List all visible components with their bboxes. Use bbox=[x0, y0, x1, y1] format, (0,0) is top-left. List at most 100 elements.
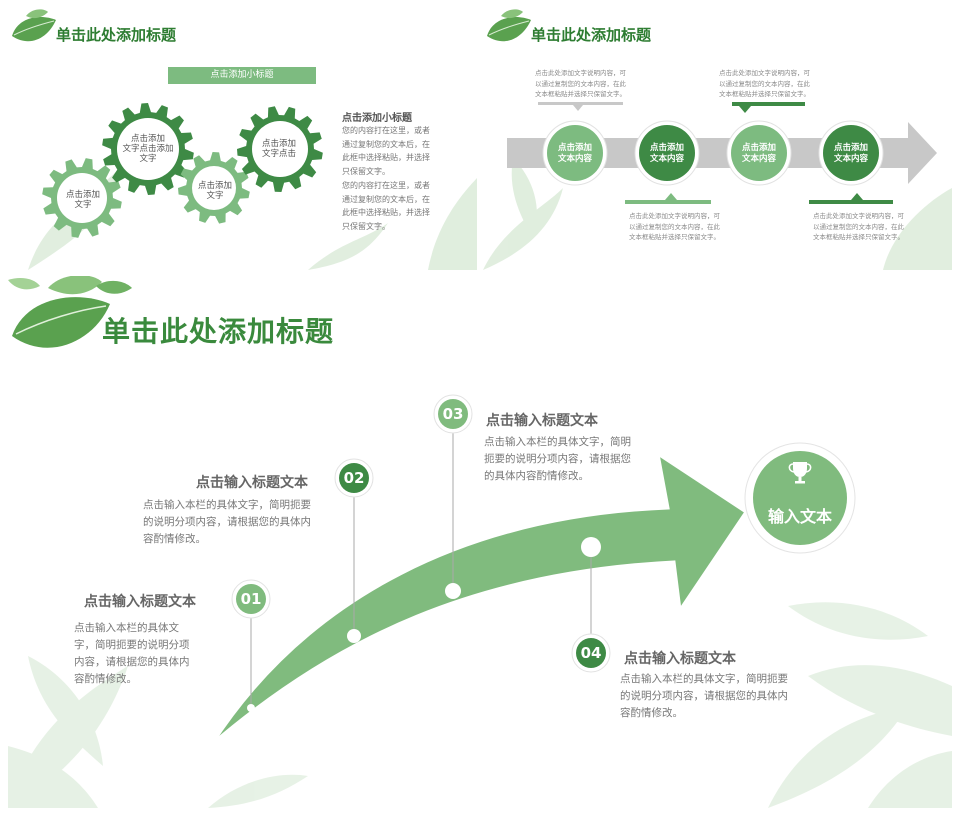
timeline-node bbox=[823, 125, 879, 181]
timeline-node-label[interactable]: 点击添加 文本内容 bbox=[639, 143, 695, 165]
gear-label-line: 文字点击 bbox=[261, 149, 296, 159]
gear-label-line: 点击添加 bbox=[197, 181, 232, 191]
text-line: 点击添加 bbox=[557, 143, 592, 153]
gear-label[interactable]: 点击添加 文字 bbox=[190, 181, 240, 201]
timeline-band bbox=[507, 122, 937, 184]
caption-text[interactable]: 点击此处添加文字说明内容，可 以通过复制您的文本内容，在此 文本框粘贴并选择只保… bbox=[629, 211, 733, 243]
gear-label[interactable]: 点击添加 文字点击添加 文字 bbox=[118, 134, 178, 164]
text-line: 通过复制您的文本后，在 bbox=[342, 194, 430, 204]
gear-hub bbox=[117, 118, 179, 180]
text-line: 文本内容 bbox=[649, 154, 684, 164]
leaf-icon bbox=[487, 9, 531, 42]
step-body[interactable]: 点击输入本栏的具体文字，简明扼要 的说明分项内容，请根据您的具体内 容酌情修改。 bbox=[143, 497, 333, 548]
text-line: 以通过复制您的文本内容，在此 bbox=[629, 222, 720, 231]
step-body[interactable]: 点击输入本栏的具体文字，简明 扼要的说明分项内容，请根据您 的具体内容酌情修改。 bbox=[484, 434, 654, 485]
text-line: 内容，请根据您的具体内 bbox=[74, 656, 190, 668]
gear-icon bbox=[102, 103, 194, 195]
timeline-node-label[interactable]: 点击添加 文本内容 bbox=[731, 143, 787, 165]
caption-pointer bbox=[538, 102, 623, 111]
text-line: 以通过复制您的文本内容，在此 bbox=[719, 79, 810, 88]
growth-arrow bbox=[210, 450, 749, 746]
slide-title[interactable]: 单击此处添加标题 bbox=[102, 315, 335, 348]
step-body[interactable]: 点击输入本栏的具体文字，简明扼要 的说明分项内容，请根据您的具体内 容酌情修改。 bbox=[620, 671, 810, 722]
text-line: 字，简明扼要的说明分项 bbox=[74, 639, 190, 651]
text-line: 文本内容 bbox=[833, 154, 868, 164]
slide-title[interactable]: 单击此处添加标题 bbox=[56, 26, 177, 44]
caption-pointer bbox=[732, 102, 805, 113]
final-label[interactable]: 输入文本 bbox=[767, 507, 832, 526]
caption-text[interactable]: 点击此处添加文字说明内容，可 以通过复制您的文本内容，在此 文本框粘贴并选择只保… bbox=[813, 211, 917, 243]
text-line: 文本内容 bbox=[741, 154, 776, 164]
text-line: 文本框粘贴并选择只保留文字。 bbox=[813, 233, 904, 241]
step-title[interactable]: 点击输入标题文本 bbox=[196, 475, 308, 491]
side-paragraph[interactable]: 您的内容打在这里，或者 通过复制您的文本后，在 此框中选择粘贴，并选择 只保留文… bbox=[342, 179, 430, 233]
gear-hub bbox=[192, 166, 236, 210]
final-circle-fill bbox=[753, 451, 847, 545]
text-line: 点击添加 bbox=[741, 143, 776, 153]
step-body[interactable]: 点击输入本栏的具体文 字，简明扼要的说明分项 内容，请根据您的具体内 容酌情修改… bbox=[74, 620, 224, 688]
text-line: 点击此处添加文字说明内容，可 bbox=[629, 212, 720, 220]
text-line: 点击此处添加文字说明内容，可 bbox=[719, 69, 810, 77]
caption-text[interactable]: 点击此处添加文字说明内容，可 以通过复制您的文本内容，在此 文本框粘贴并选择只保… bbox=[719, 68, 823, 100]
gear-label-line: 文字点击添加 bbox=[122, 144, 174, 154]
text-line: 文本框粘贴并选择只保留文字。 bbox=[535, 90, 626, 98]
caption-text[interactable]: 点击此处添加文字说明内容，可 以通过复制您的文本内容，在此 文本框粘贴并选择只保… bbox=[535, 68, 639, 100]
gear-label-line: 点击添加 bbox=[130, 134, 165, 144]
gear-hub bbox=[252, 121, 308, 177]
text-line: 此框中选择粘贴，并选择 bbox=[342, 208, 430, 217]
trophy-icon bbox=[788, 462, 812, 484]
step-number: 01 bbox=[240, 590, 262, 608]
text-line: 您的内容打在这里，或者 bbox=[342, 126, 430, 135]
text-line: 容酌情修改。 bbox=[143, 533, 206, 545]
text-line: 通过复制您的文本后，在 bbox=[342, 139, 430, 149]
gear-icon bbox=[178, 152, 250, 224]
slide-growth-arrow: 单击此处添加标题 01 02 03 04 点击输入标题文本 点击输入本栏的具体文… bbox=[8, 276, 952, 808]
slide-title[interactable]: 单击此处添加标题 bbox=[531, 26, 652, 44]
step-number: 02 bbox=[343, 469, 365, 487]
step-title[interactable]: 点击输入标题文本 bbox=[486, 413, 598, 429]
subtitle-bar[interactable]: 点击添加小标题 bbox=[168, 67, 316, 84]
slide-timeline: 单击此处添加标题 点击添加 文本内容 点击添加 文本内容 点击添加 文本内容 点… bbox=[483, 8, 952, 270]
gear-label[interactable]: 点击添加 文字 bbox=[58, 190, 108, 210]
slide-3-graphics bbox=[8, 276, 952, 808]
gear-icon bbox=[42, 158, 122, 238]
step-title[interactable]: 点击输入标题文本 bbox=[84, 594, 196, 610]
step-badge-fill bbox=[236, 584, 266, 614]
text-line: 扼要的说明分项内容，请根据您 bbox=[484, 453, 631, 465]
text-line: 的具体内容酌情修改。 bbox=[484, 470, 589, 482]
timeline-node-label[interactable]: 点击添加 文本内容 bbox=[823, 143, 879, 165]
text-line: 文本框粘贴并选择只保留文字。 bbox=[719, 90, 810, 98]
gear-label[interactable]: 点击添加 文字点击 bbox=[254, 139, 304, 159]
text-line: 文本内容 bbox=[557, 154, 592, 164]
side-heading[interactable]: 点击添加小标题 bbox=[342, 113, 412, 124]
arrow-dot bbox=[581, 537, 601, 557]
gear-label-line: 点击添加 bbox=[261, 139, 296, 149]
text-line: 点击输入本栏的具体文字，简明 bbox=[484, 436, 631, 448]
arrow-dot bbox=[347, 629, 361, 643]
text-line: 的说明分项内容，请根据您的具体内 bbox=[143, 516, 311, 528]
text-line: 容酌情修改。 bbox=[74, 673, 137, 685]
text-line: 只保留文字。 bbox=[342, 166, 390, 176]
side-paragraph[interactable]: 您的内容打在这里，或者 通过复制您的文本后，在 此框中选择粘贴，并选择 只保留文… bbox=[342, 124, 430, 178]
text-line: 此框中选择粘贴，并选择 bbox=[342, 153, 430, 162]
text-line: 以通过复制您的文本内容，在此 bbox=[535, 79, 626, 88]
timeline-node bbox=[547, 125, 603, 181]
text-line: 点击输入本栏的具体文字，简明扼要 bbox=[143, 499, 311, 511]
text-line: 点击输入本栏的具体文字，简明扼要 bbox=[620, 673, 788, 685]
step-badge-fill bbox=[339, 463, 369, 493]
gear-label-line: 文字 bbox=[206, 191, 224, 201]
text-line: 以通过复制您的文本内容，在此 bbox=[813, 222, 904, 231]
caption-pointer bbox=[625, 193, 711, 204]
gear-hub bbox=[57, 173, 107, 223]
text-line: 的说明分项内容，请根据您的具体内 bbox=[620, 690, 788, 702]
gear-icon bbox=[237, 106, 323, 192]
timeline-node-label[interactable]: 点击添加 文本内容 bbox=[547, 143, 603, 165]
text-line: 您的内容打在这里，或者 bbox=[342, 181, 430, 190]
text-line: 只保留文字。 bbox=[342, 221, 390, 231]
leaf-icon bbox=[12, 9, 56, 42]
text-line: 点击添加 bbox=[649, 143, 684, 153]
text-line: 点击添加 bbox=[833, 143, 868, 153]
arrow-dot bbox=[247, 704, 255, 712]
text-line: 点击此处添加文字说明内容，可 bbox=[535, 69, 626, 77]
step-title[interactable]: 点击输入标题文本 bbox=[624, 651, 736, 667]
